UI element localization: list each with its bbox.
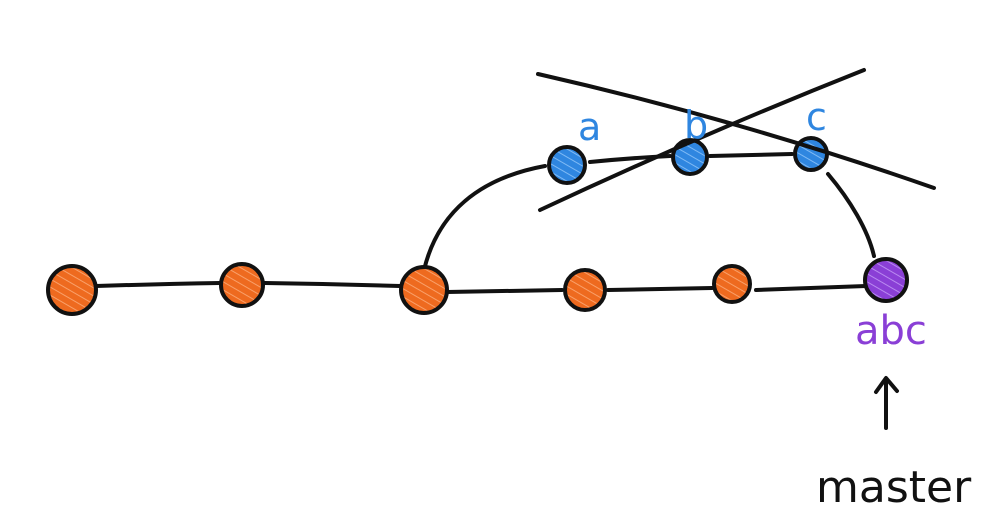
edge-branch-b-c	[708, 152, 794, 158]
commit-node	[563, 268, 607, 312]
edge-main-5-abc	[754, 284, 868, 292]
feature-branch-edges	[422, 152, 876, 272]
commit-label-abc: abc	[855, 308, 927, 354]
commit-node	[712, 264, 752, 304]
commit-node-b	[671, 138, 709, 176]
edge-main-1-2	[94, 281, 222, 288]
commit-node-abc	[863, 257, 909, 303]
edge-main-2-3	[263, 281, 402, 288]
branch-pointer-label: master	[816, 462, 972, 513]
edge-branch-fork	[422, 164, 547, 272]
cross-out-line-2	[538, 68, 866, 212]
commit-label-c: c	[806, 95, 827, 139]
commit-node	[46, 264, 98, 316]
main-branch-commits	[46, 262, 752, 316]
cross-out-mark	[536, 68, 936, 212]
edge-main-4-5	[606, 286, 714, 292]
commit-node-a	[547, 145, 587, 185]
edge-branch-c-abc	[826, 172, 876, 258]
commit-node	[219, 262, 265, 308]
commit-label-a: a	[578, 105, 601, 149]
master-pointer-arrow	[874, 376, 899, 430]
main-branch-edges	[94, 281, 868, 294]
cross-out-line-1	[536, 72, 936, 190]
commit-node	[399, 265, 449, 315]
commit-label-b: b	[684, 103, 708, 147]
edge-main-3-4	[445, 288, 564, 294]
